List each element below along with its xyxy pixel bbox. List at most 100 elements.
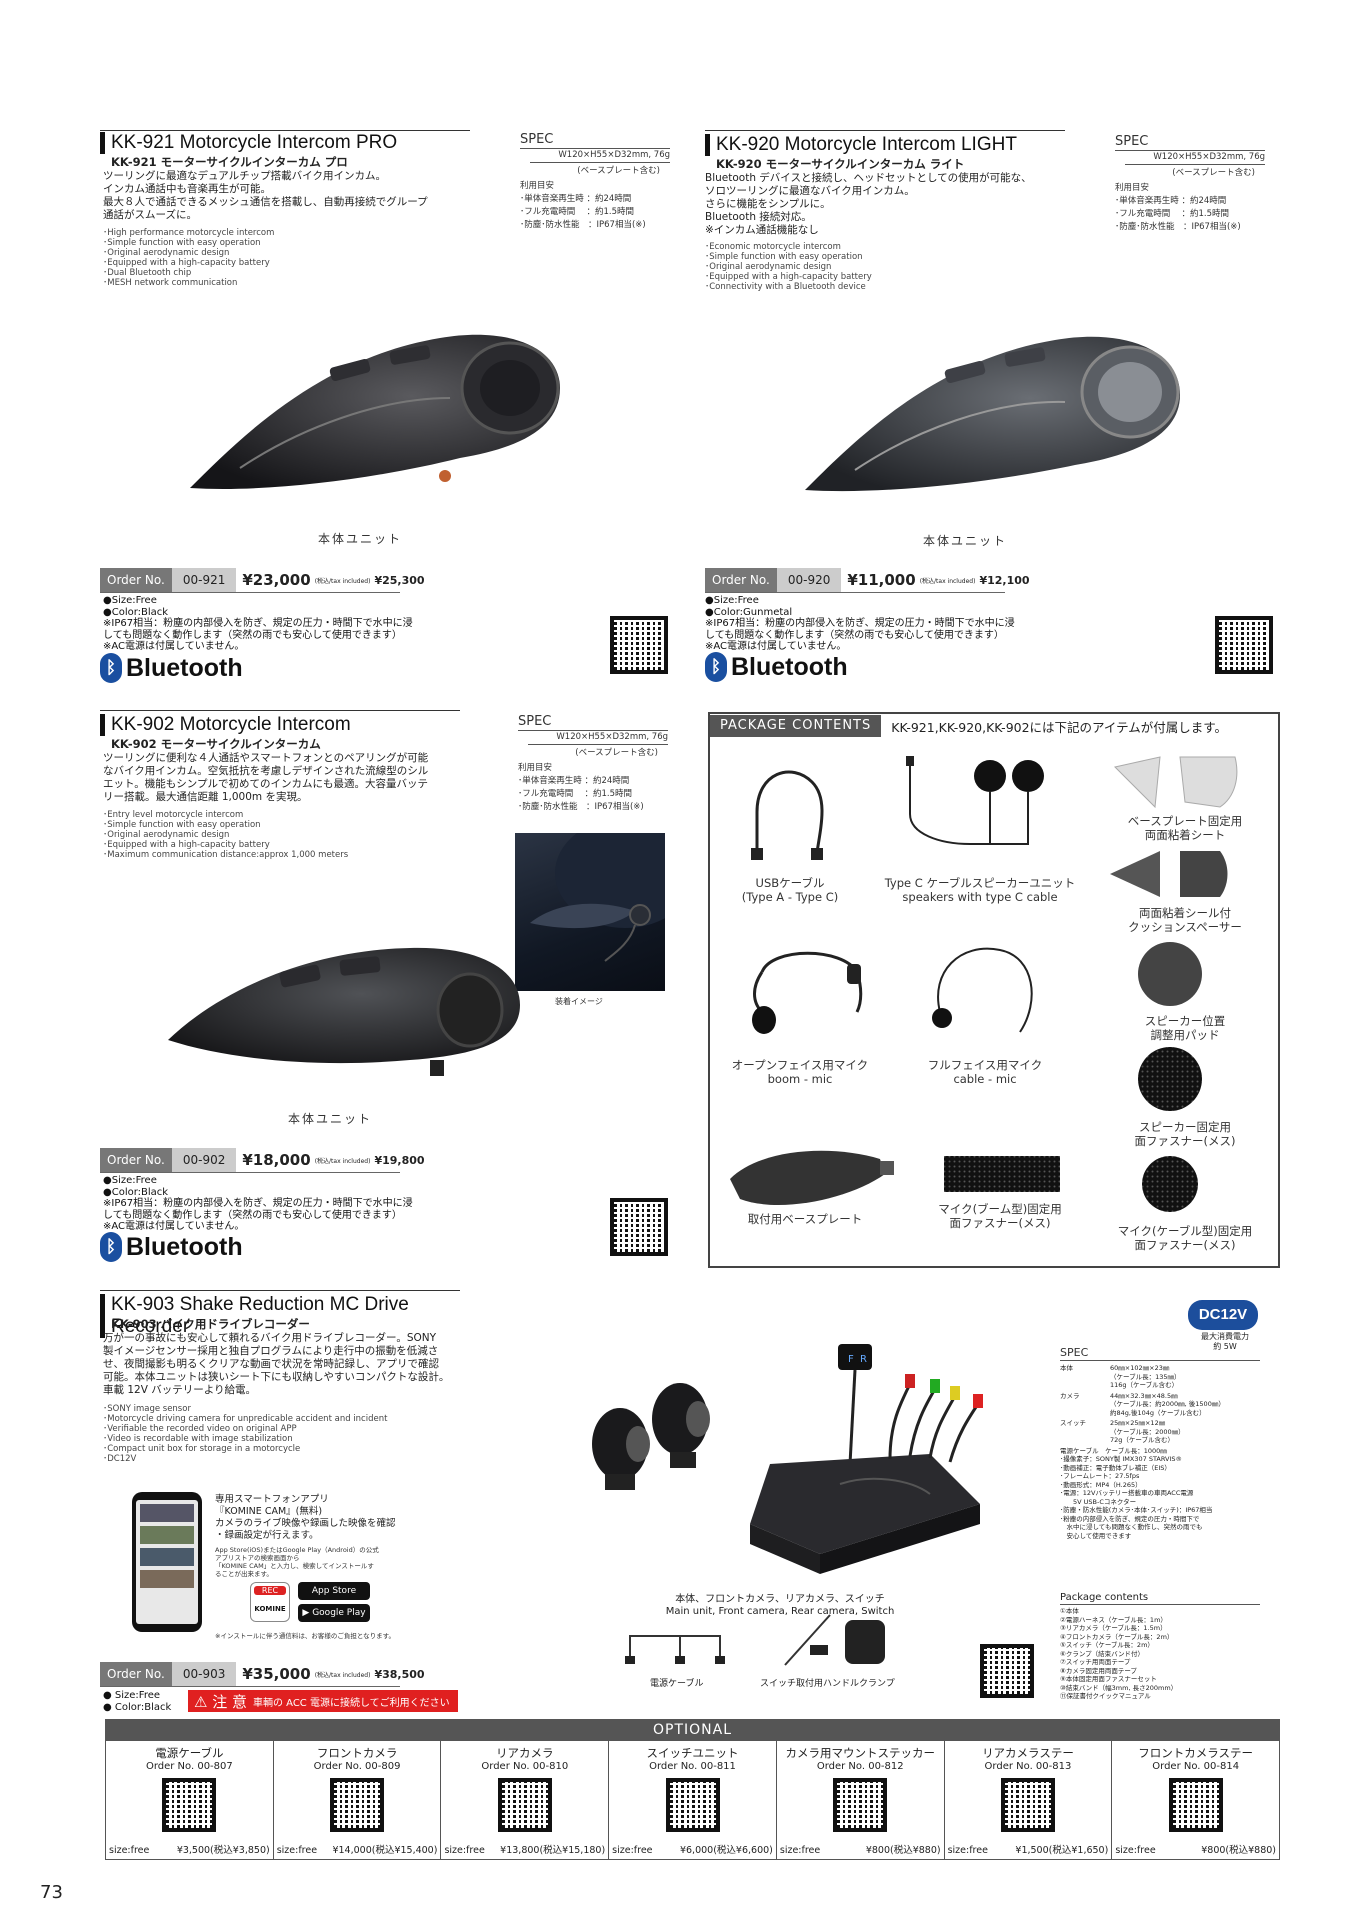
qr-code[interactable] — [497, 1778, 552, 1832]
kk920-title: KK-920 Motorcycle Intercom LIGHT — [705, 134, 1075, 156]
cushion-spacer-icon — [1110, 851, 1228, 897]
svg-text:F: F — [848, 1354, 854, 1365]
kk902-image-caption: 本体ユニット — [287, 1112, 372, 1126]
kk921-title: KK-921 Motorcycle Intercom PRO — [100, 132, 470, 154]
app-info: 専用スマートフォンアプリ『KOMINE CAM』(無料)カメラのライブ映像や録画… — [215, 1494, 396, 1541]
kk921-title-rule — [100, 130, 470, 131]
kk903-features: ･SONY image sensor･Motorcycle driving ca… — [103, 1404, 388, 1464]
kk903-package-rule — [1060, 1604, 1260, 1605]
kk921-product-image — [190, 334, 560, 489]
warning-icon: ⚠ 注 意 — [194, 1692, 247, 1711]
kk921-features: ･High performance motorcycle intercom･Si… — [103, 228, 275, 288]
package-contents-text: KK-921,KK-920,KK-902には下記のアイテムが付属します。 — [891, 719, 1228, 735]
order-label: Order No. — [705, 568, 777, 592]
google-play-button[interactable]: ▶ Google Play — [298, 1604, 370, 1622]
usb-cable-icon — [751, 770, 824, 860]
price-with-tax: ¥25,300 — [374, 573, 425, 587]
kk920-product-image — [805, 336, 1180, 492]
handle-clamp-caption: スイッチ取付用ハンドルクランプ — [760, 1679, 895, 1689]
qr-code[interactable] — [330, 1778, 385, 1832]
kk902-spec-note: (ベースプレート含む) — [575, 748, 658, 758]
tax-label: (税込/tax included) — [314, 1157, 371, 1165]
qr-code[interactable] — [162, 1778, 217, 1832]
qr-code[interactable] — [1000, 1778, 1055, 1832]
kk903-subtitle: KK-903 バイク用ドライブレコーダー — [111, 1317, 310, 1331]
kk920-description: Bluetooth デバイスと接続し、ヘッドセットとしての使用が可能な、ソロツー… — [705, 172, 1032, 236]
kk902-spec-usage: 利用目安･単体音楽再生時 ：約24時間･フル充電時間 ：約1.5時間･防塵･防水… — [518, 763, 644, 812]
package-contents-box: PACKAGE CONTENTS KK-921,KK-920,KK-902には下… — [708, 712, 1280, 1268]
base-plate-icon — [730, 1150, 894, 1205]
optional-header: OPTIONAL — [105, 1719, 1280, 1741]
kk902-features: ･Entry level motorcycle intercom･Simple … — [103, 810, 349, 860]
qr-code[interactable] — [665, 1778, 720, 1832]
kk921-spec-dimensions: W120×H55×D32mm, 76g — [558, 150, 670, 160]
kk902-order-rule — [100, 1172, 400, 1173]
kk920-image-caption: 本体ユニット — [922, 534, 1007, 548]
speaker-unit-icon — [906, 756, 1044, 845]
bluetooth-icon: ᛒ — [100, 1232, 122, 1262]
svg-text:R: R — [860, 1354, 867, 1365]
kk902-spec-rule — [518, 730, 668, 731]
tax-label: (税込/tax included) — [314, 577, 371, 585]
kk920-order: Order No. 00-920 ¥11,000 (税込/tax include… — [705, 568, 1030, 592]
kk902-description: ツーリングに便利な４人通話やスマートフォンとのペアリングが可能なバイク用インカム… — [103, 752, 429, 803]
kk921-notes: ●Size:Free●Color:Black※IP67相当：粉塵の内部侵入を防ぎ… — [103, 595, 413, 652]
order-number: 00-921 — [171, 568, 237, 592]
tax-label: (税込/tax included) — [919, 577, 976, 585]
package-item-speaker-velcro: スピーカー固定用面ファスナー(メス) — [1134, 1120, 1236, 1148]
package-item-cable-mic-velcro: マイク(ケーブル型)固定用面ファスナー(メス) — [1117, 1224, 1253, 1252]
kk902-spec-rule-2 — [528, 744, 668, 745]
package-item-base-plate: 取付用ベースプレート — [747, 1212, 863, 1226]
kk902-qr-code[interactable] — [610, 1198, 668, 1256]
bluetooth-icon: ᛒ — [705, 652, 727, 682]
price-with-tax: ¥38,500 — [374, 1667, 425, 1681]
kk920-features: ･Economic motorcycle intercom･Simple fun… — [705, 242, 872, 292]
app-icon[interactable]: REC KOMINE — [250, 1582, 290, 1622]
speaker-pad-icon — [1138, 942, 1202, 1006]
app-brand: KOMINE — [254, 1605, 286, 1613]
kk902-notes: ●Size:Free●Color:Black※IP67相当：粉塵の内部侵入を防ぎ… — [103, 1175, 413, 1232]
kk921-order-rule — [100, 592, 400, 593]
kk903-notes: ● Size:Free● Color:Black — [103, 1690, 172, 1713]
price: ¥18,000 — [242, 1151, 311, 1169]
open-face-mic-icon — [752, 951, 863, 1034]
power-consumption: 最大消費電力約 5W — [1201, 1332, 1249, 1351]
qr-code[interactable] — [1168, 1778, 1223, 1832]
kk921-qr-code[interactable] — [610, 616, 668, 674]
power-cable-icon — [625, 1635, 725, 1664]
full-face-mic-icon — [932, 947, 1033, 1033]
app-phone-image — [132, 1492, 202, 1632]
kk902-mount-image — [515, 833, 665, 991]
package-item-speaker-pad: スピーカー位置調整用パッド — [1144, 1014, 1226, 1042]
price: ¥35,000 — [242, 1665, 311, 1683]
price: ¥23,000 — [242, 571, 311, 589]
qr-code[interactable] — [833, 1778, 888, 1832]
rec-badge: REC — [254, 1586, 286, 1595]
kk903-qr-code[interactable] — [980, 1644, 1034, 1698]
app-store-button[interactable]: App Store — [298, 1582, 370, 1600]
kk902-subtitle: KK-902 モーターサイクルインターカム — [111, 737, 321, 751]
order-label: Order No. — [100, 568, 172, 592]
kk902-section: KK-902 Motorcycle Intercom KK-902 モーターサイ… — [100, 710, 680, 1270]
kk920-qr-code[interactable] — [1215, 616, 1273, 674]
handle-clamp-icon — [784, 1614, 885, 1666]
kk902-title-rule — [100, 710, 460, 711]
package-contents-header: PACKAGE CONTENTS KK-921,KK-920,KK-902には下… — [710, 714, 1278, 738]
kk921-order: Order No. 00-921 ¥23,000 (税込/tax include… — [100, 568, 425, 592]
power-cable-caption: 電源ケーブル — [650, 1679, 704, 1689]
